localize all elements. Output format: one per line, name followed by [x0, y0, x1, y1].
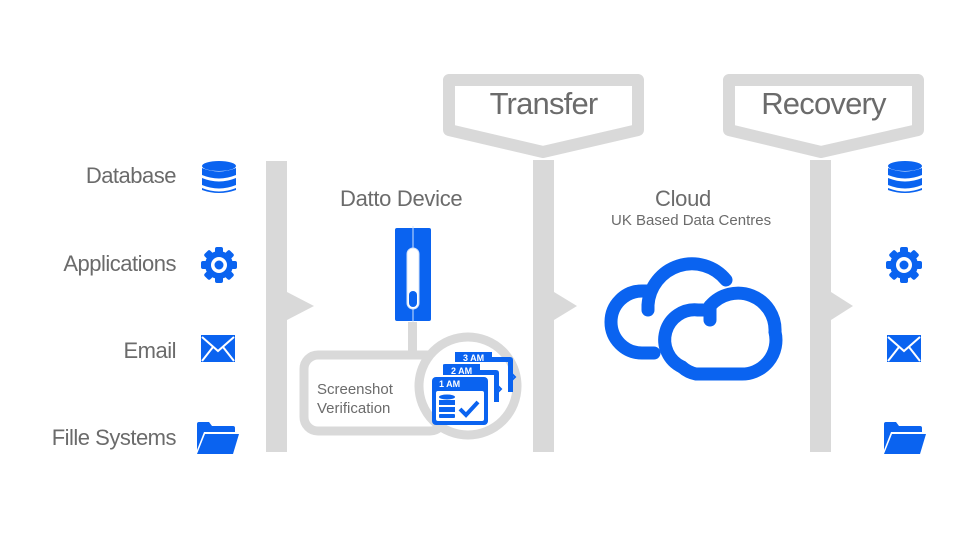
transfer-label-frame: [443, 74, 644, 158]
source-label-file-systems: Fille Systems: [51, 425, 177, 450]
transfer-label: Transfer: [489, 86, 599, 121]
snapshot-3am: 3 AM: [455, 352, 517, 392]
recovered-database-icon: [888, 161, 922, 193]
device-title: Datto Device: [340, 186, 463, 211]
cloud-title: Cloud: [655, 186, 711, 211]
recovered-envelope-icon: [887, 335, 921, 362]
recovery-connector-bar: [810, 160, 853, 452]
verification-stem: [408, 322, 417, 356]
verification-label-line2: Verification: [317, 400, 391, 417]
cloud-subtitle: UK Based Data Centres: [611, 212, 772, 229]
recovered-gear-icon: [886, 247, 922, 283]
source-label-email: Email: [123, 338, 176, 363]
source-connector-bar: [266, 161, 314, 452]
gear-icon: [201, 247, 237, 283]
datto-device-icon: [395, 226, 431, 322]
snapshot-1am: 1 AM: [432, 377, 488, 425]
database-icon: [202, 161, 236, 193]
verification-label-line1: Screenshot: [317, 381, 393, 398]
snapshot-1am-label: 1 AM: [439, 379, 460, 389]
transfer-connector-bar: [533, 160, 577, 452]
recovery-label-frame: [723, 74, 924, 158]
source-label-applications: Applications: [63, 251, 176, 276]
snapshot-2am-label: 2 AM: [451, 366, 472, 376]
cloud-icon: [604, 257, 783, 381]
recovery-label: Recovery: [761, 86, 886, 121]
envelope-icon: [201, 335, 235, 362]
snapshot-stack-icon: 3 AM 2 AM 1 AM: [432, 352, 517, 425]
folder-icon: [197, 422, 239, 454]
recovered-folder-icon: [884, 422, 926, 454]
source-label-database: Database: [85, 163, 177, 188]
snapshot-3am-label: 3 AM: [463, 353, 484, 363]
verification-label: Screenshot Verification: [317, 380, 393, 418]
